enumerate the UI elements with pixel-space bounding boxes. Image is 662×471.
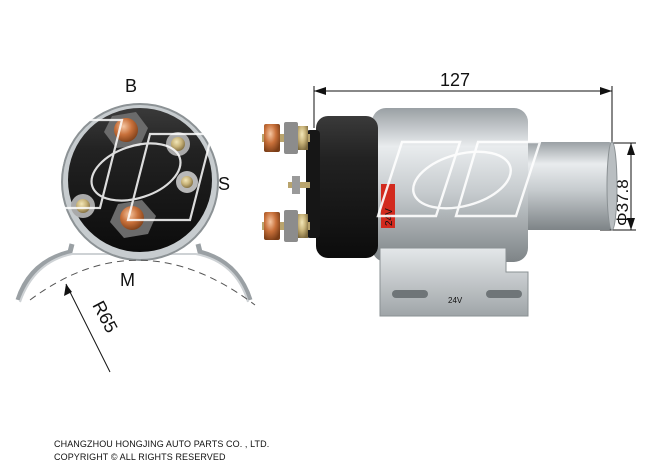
end-view: B S M R65	[15, 76, 256, 373]
lower-terminal-stud	[262, 210, 310, 242]
terminal-s-label: S	[218, 174, 230, 194]
coil-voltage-sticker: 24V	[381, 184, 395, 228]
mounting-strap	[15, 243, 253, 301]
watermark-logo-side	[376, 140, 542, 218]
solenoid-body	[372, 108, 528, 262]
copyright-notice: COPYRIGHT © ALL RIGHTS RESERVED	[54, 452, 226, 462]
radius-arc	[29, 259, 256, 306]
terminal-m-label: M	[120, 270, 135, 290]
plunger-sleeve	[520, 142, 612, 230]
radius-leader	[65, 283, 111, 373]
side-view: 127 Φ37.8 24V 24V	[262, 70, 636, 317]
bracket-voltage-label: 24V	[448, 296, 463, 305]
terminal-cap	[316, 116, 378, 258]
radius-label: R65	[88, 297, 121, 336]
terminal-s-post	[176, 171, 198, 193]
length-dimension-label: 127	[440, 70, 470, 90]
terminal-b-label: B	[125, 76, 137, 96]
terminal-left-post	[71, 194, 95, 218]
terminal-aux-post	[166, 132, 190, 156]
watermark-logo	[50, 118, 214, 222]
s-terminal-stud	[288, 176, 310, 194]
upper-terminal-stud	[262, 122, 310, 154]
mounting-bracket: 24V	[379, 247, 529, 317]
company-name: CHANGZHOU HONGJING AUTO PARTS CO. , LTD.	[54, 439, 270, 449]
diameter-dimension-label: Φ37.8	[613, 179, 632, 226]
radius-arrow	[64, 284, 72, 296]
